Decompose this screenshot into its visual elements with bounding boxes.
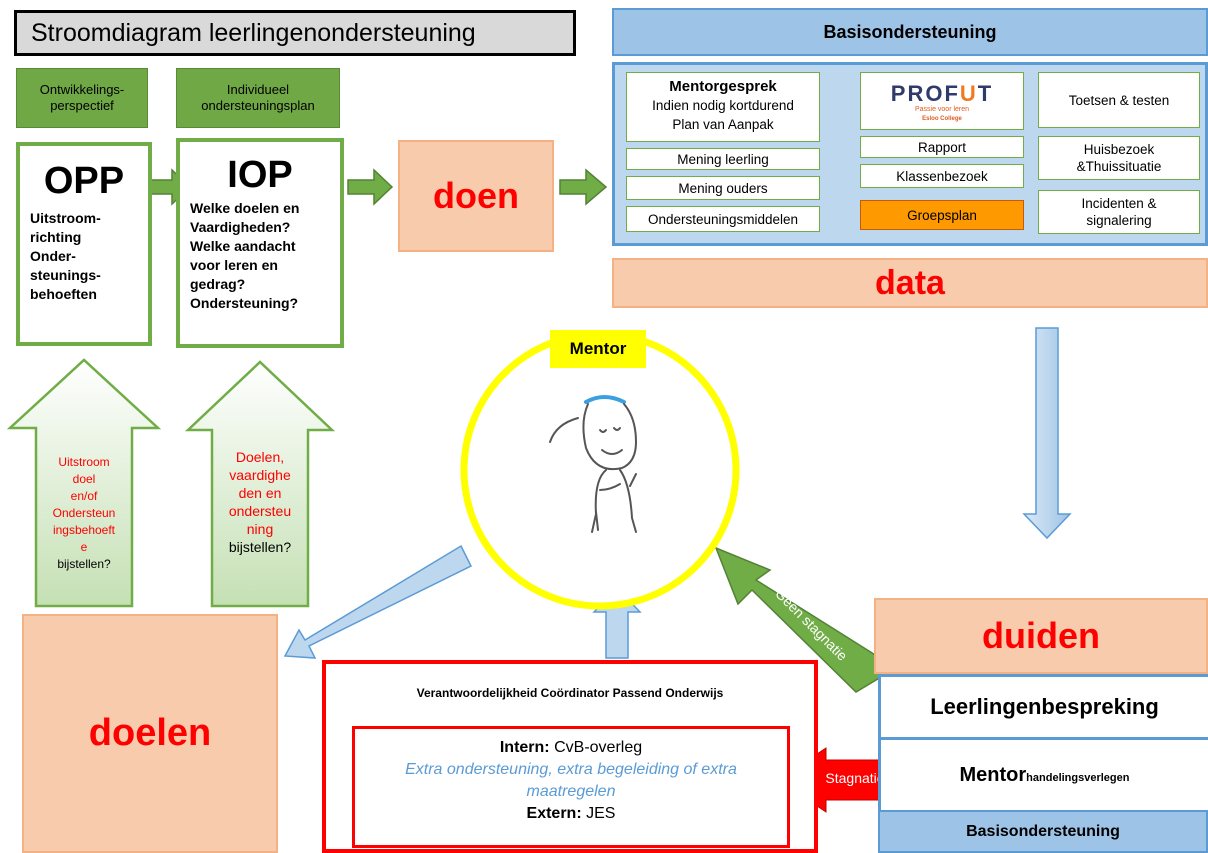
cpo-extern-text: JES [581, 805, 616, 822]
cell-klassenbezoek: Klassenbezoek [860, 164, 1024, 188]
iop-label-text: Individueel ondersteuningsplan [201, 82, 315, 113]
cell-ondersteuningsmiddelen: Ondersteuningsmiddelen [626, 206, 820, 232]
iop-line: Vaardigheden? [190, 219, 291, 235]
up-arrow-right-black: bijstellen? [228, 539, 292, 555]
up-arrow-right-shape [184, 360, 336, 608]
basis-header: Basisondersteuning [612, 8, 1208, 56]
leerlingenbespreking-box: Leerlingenbespreking [878, 674, 1208, 740]
cpo-italic: Extra ondersteuning, extra begeleiding o… [405, 761, 737, 800]
opp-line: Onder- [30, 248, 76, 264]
profut-logo-org: Esloo College [922, 116, 962, 122]
cell-mening-ouders: Mening ouders [626, 176, 820, 200]
doelen-box: doelen [22, 614, 278, 853]
cell-mening-leerling: Mening leerling [626, 148, 820, 170]
page-title-text: Stroomdiagram leerlingenondersteuning [31, 18, 476, 47]
opp-line: behoeften [30, 286, 97, 302]
leerlingenbespreking-text: Leerlingenbespreking [930, 694, 1159, 719]
doen-text: doen [433, 175, 519, 216]
cell-huisbezoek: Huisbezoek &Thuissituatie [1038, 136, 1200, 180]
opp-line: steunings- [30, 267, 101, 283]
profut-logo-wordmark: PROFUT [861, 83, 1023, 105]
cell-groepsplan: Groepsplan [860, 200, 1024, 230]
duiden-box: duiden [874, 598, 1208, 674]
up-arrow-left-black: bijstellen? [57, 557, 111, 571]
cpo-intern-bold: Intern: [499, 739, 550, 756]
mentor-handelingsverlegen-box: Mentor handelingsverlegen [878, 740, 1208, 810]
opp-label: Ontwikkelings- perspectief [16, 68, 148, 128]
mentor-circle [460, 330, 740, 610]
cell-text: Rapport [917, 139, 967, 155]
profut-logo-tagline: Passie voor leren [914, 106, 970, 113]
iop-box: IOP Welke doelen en Vaardigheden? Welke … [176, 138, 344, 348]
mentor-hv-small: handelingsverlegen [1026, 772, 1130, 784]
cpo-inner-box: Intern: CvB-overleg Extra ondersteuning,… [352, 726, 790, 848]
iop-line: Welke aandacht [190, 238, 296, 254]
up-arrow-left-text: Uitstroom doel en/of Ondersteun ingsbeho… [36, 454, 132, 573]
mentorgesprek-box: Mentorgesprek Indien nodig kortdurend Pl… [626, 72, 820, 142]
opp-line: richting [30, 229, 82, 245]
cpo-title: Verantwoordelijkheid Coördinator Passend… [416, 686, 724, 700]
opp-label-text: Ontwikkelings- perspectief [39, 82, 125, 113]
up-arrow-right-text: Doelen, vaardighe den en ondersteu ning … [212, 448, 308, 556]
cell-text: Ondersteuningsmiddelen [647, 211, 799, 227]
cpo-extern: Extern: JES [355, 803, 787, 825]
page-title: Stroomdiagram leerlingenondersteuning [14, 10, 576, 56]
cell-text: Mening ouders [678, 180, 768, 196]
cell-toetsen: Toetsen & testen [1038, 72, 1200, 128]
mentorgesprek-line: Plan van Aanpak [672, 117, 774, 132]
basis-header-text: Basisondersteuning [823, 21, 997, 42]
up-arrow-left-shape [6, 358, 162, 608]
data-text: data [875, 263, 945, 302]
profut-logo-part: U [959, 81, 978, 106]
opp-line: Uitstroom- [30, 210, 101, 226]
mentor-hv-bold: Mentor [959, 763, 1027, 786]
mentor-badge: Mentor [550, 330, 646, 368]
iop-title: IOP [227, 154, 293, 196]
opp-title: OPP [43, 160, 125, 202]
arrow-data-to-duiden [1022, 327, 1072, 540]
cpo-extern-bold: Extern: [526, 805, 582, 822]
profut-logo-part: PROF [890, 81, 960, 106]
arrow-iop-to-doen [347, 168, 394, 206]
cell-incidenten: Incidenten & signalering [1038, 190, 1200, 234]
iop-line: gedrag? [190, 276, 246, 292]
arrow-doen-to-basis [559, 168, 608, 206]
opp-text: Uitstroom- richting Onder- steunings- be… [30, 209, 138, 304]
arrow-mentor-to-doelen [283, 544, 473, 659]
arrow-geen-stagnatie [714, 546, 898, 693]
cpo-intern: Intern: CvB-overleg [355, 737, 787, 759]
cell-text: Groepsplan [907, 207, 977, 223]
up-arrow-left-red: Uitstroom doel en/of Ondersteun ingsbeho… [52, 455, 116, 554]
cell-text: Huisbezoek &Thuissituatie [1076, 142, 1162, 174]
duiden-text: duiden [982, 615, 1100, 656]
profut-logo: PROFUT Passie voor leren Esloo College [860, 72, 1024, 130]
cell-rapport: Rapport [860, 136, 1024, 158]
stagnatie-text: Stagnatie [825, 770, 885, 786]
cell-text: Mening leerling [677, 151, 769, 167]
right-basis-box: Basisondersteuning [878, 810, 1208, 853]
profut-logo-part: T [977, 81, 994, 106]
data-box: data [612, 258, 1208, 308]
doen-box: doen [398, 140, 554, 252]
cpo-intern-text: CvB-overleg [549, 739, 643, 756]
cpo-box: Verantwoordelijkheid Coördinator Passend… [322, 660, 818, 853]
right-basis-text: Basisondersteuning [966, 822, 1120, 840]
mentorgesprek-title: Mentorgesprek [669, 78, 777, 95]
mentorgesprek-line: Indien nodig kortdurend [652, 98, 794, 113]
opp-box: OPP Uitstroom- richting Onder- steunings… [16, 142, 152, 346]
mentor-figure-icon [549, 395, 638, 533]
iop-text: Welke doelen en Vaardigheden? Welke aand… [190, 199, 330, 313]
cell-text: Klassenbezoek [896, 168, 988, 184]
doelen-text: doelen [88, 712, 212, 754]
iop-label: Individueel ondersteuningsplan [176, 68, 340, 128]
mentor-badge-text: Mentor [569, 339, 627, 358]
cell-text: Toetsen & testen [1068, 92, 1170, 108]
iop-line: Welke doelen en [190, 200, 300, 216]
iop-line: voor leren en [190, 257, 278, 273]
up-arrow-right-red: Doelen, vaardighe den en ondersteu ning [228, 449, 292, 537]
stagnatie-label: Stagnatie [810, 770, 900, 790]
cell-text: Incidenten & signalering [1081, 196, 1157, 228]
iop-line: Ondersteuning? [190, 295, 299, 311]
